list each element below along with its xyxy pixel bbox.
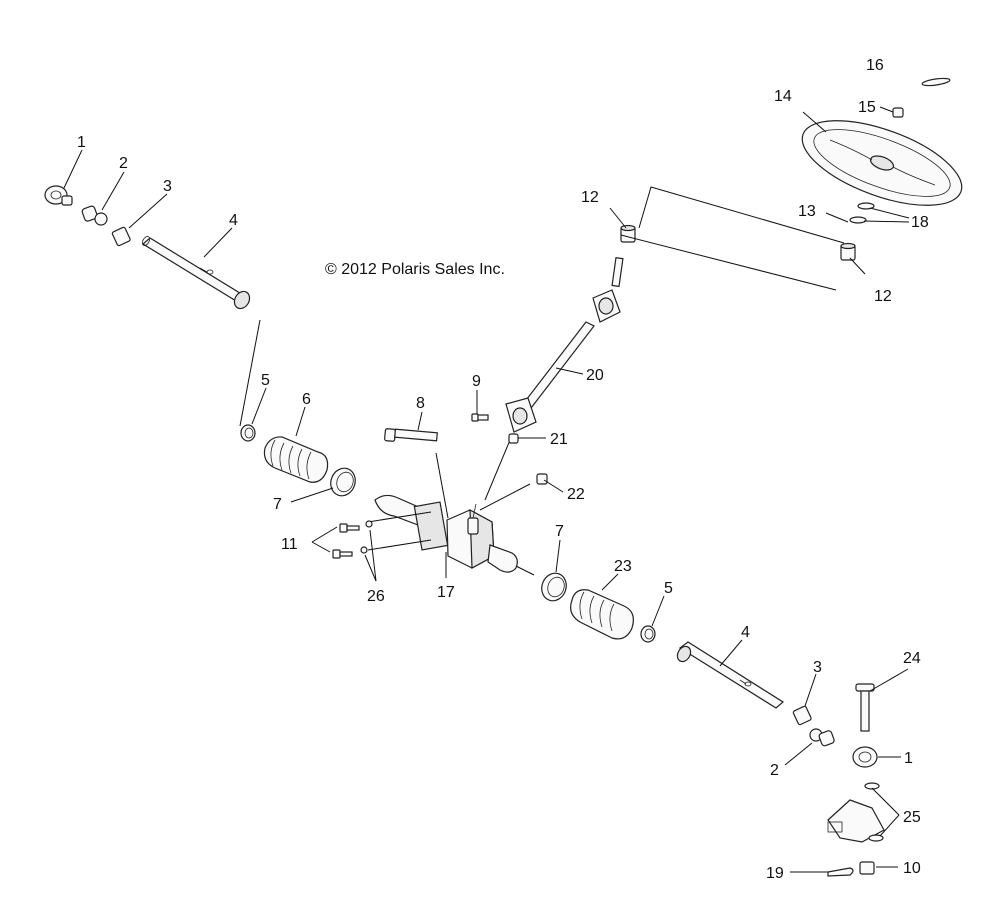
jam-nut-left [111, 226, 131, 247]
leader-line [479, 483, 531, 511]
callout-7-left: 7 [273, 496, 282, 513]
leader-line [435, 452, 449, 519]
callout-2-right: 2 [770, 762, 779, 779]
ball-joint-right [809, 728, 835, 747]
leader-line [620, 234, 837, 291]
rack-and-pinion-assembly [374, 494, 518, 573]
callout-5-right: 5 [664, 580, 673, 597]
callout-6: 6 [302, 391, 311, 408]
washers-25 [864, 782, 884, 842]
steering-wheel [801, 120, 963, 206]
bolt-8 [384, 428, 438, 442]
callout-12-upper: 12 [581, 189, 599, 206]
callout-7-right: 7 [555, 523, 564, 540]
nut-21 [508, 433, 519, 444]
callout-10: 10 [903, 860, 921, 877]
callout-11: 11 [281, 536, 298, 553]
callout-15: 15 [858, 99, 876, 116]
callout-25: 25 [903, 809, 921, 826]
callout-4-left: 4 [229, 212, 238, 229]
callout-1-right: 1 [904, 750, 913, 767]
bushing-upper [620, 224, 636, 243]
bolt-mounting-upper [339, 523, 360, 533]
washer-lower [360, 546, 368, 554]
callout-leaders [63, 106, 910, 873]
callout-3-left: 3 [163, 178, 172, 195]
bolt-9 [471, 413, 489, 422]
steering-boot-left [263, 436, 329, 483]
tie-rod-end-right [852, 746, 878, 768]
inner-tie-rod-left [141, 236, 251, 310]
callout-20: 20 [586, 367, 604, 384]
inner-tie-rod-right [676, 641, 785, 709]
callout-24: 24 [903, 650, 921, 667]
leader-line [367, 511, 432, 523]
bolt-mounting-lower [332, 549, 353, 559]
callout-4-right: 4 [741, 624, 750, 641]
boot-clamp-large-right [541, 572, 567, 602]
nut-10 [859, 861, 875, 875]
callout-8: 8 [416, 395, 425, 412]
washer-upper [365, 520, 373, 528]
wheel-cap [921, 77, 951, 87]
callout-5-left: 5 [261, 372, 270, 389]
callout-12-lower: 12 [874, 288, 892, 305]
callout-22: 22 [567, 486, 585, 503]
callout-13: 13 [798, 203, 816, 220]
callout-labels: 1 2 3 4 5 6 7 8 9 11 26 17 12 13 14 15 1… [77, 57, 929, 882]
boot-clamp-small-left [240, 424, 256, 442]
leader-line [638, 186, 845, 244]
tie-rod-end-left [44, 185, 73, 206]
callout-14: 14 [774, 88, 792, 105]
wheel-nut [892, 107, 904, 118]
callout-18: 18 [911, 214, 929, 231]
bolt-24 [855, 683, 875, 732]
washers-18 [849, 202, 875, 224]
callout-26: 26 [367, 588, 385, 605]
callout-9: 9 [472, 373, 481, 390]
callout-19: 19 [766, 865, 784, 882]
leader-line [484, 439, 511, 501]
leader-line [239, 319, 261, 427]
leader-line [367, 539, 432, 551]
jam-nut-right [792, 705, 812, 726]
callout-23: 23 [614, 558, 632, 575]
callout-17: 17 [437, 584, 455, 601]
bushing-lower [840, 242, 856, 261]
ball-joint-left [81, 205, 108, 226]
callout-1-left: 1 [77, 134, 86, 151]
boot-clamp-large-left [330, 467, 356, 497]
leader-line [515, 565, 535, 576]
spindle-bracket [827, 799, 885, 843]
steering-shaft [505, 257, 624, 433]
copyright-text: © 2012 Polaris Sales Inc. [325, 261, 505, 278]
cotter-pin-19 [827, 867, 854, 877]
callout-2-left: 2 [119, 155, 128, 172]
boot-clamp-small-right [640, 625, 656, 643]
callout-21: 21 [550, 431, 568, 448]
nut-22 [536, 473, 548, 485]
callout-3-right: 3 [813, 659, 822, 676]
steering-boot-right [570, 589, 634, 640]
callout-16: 16 [866, 57, 884, 74]
